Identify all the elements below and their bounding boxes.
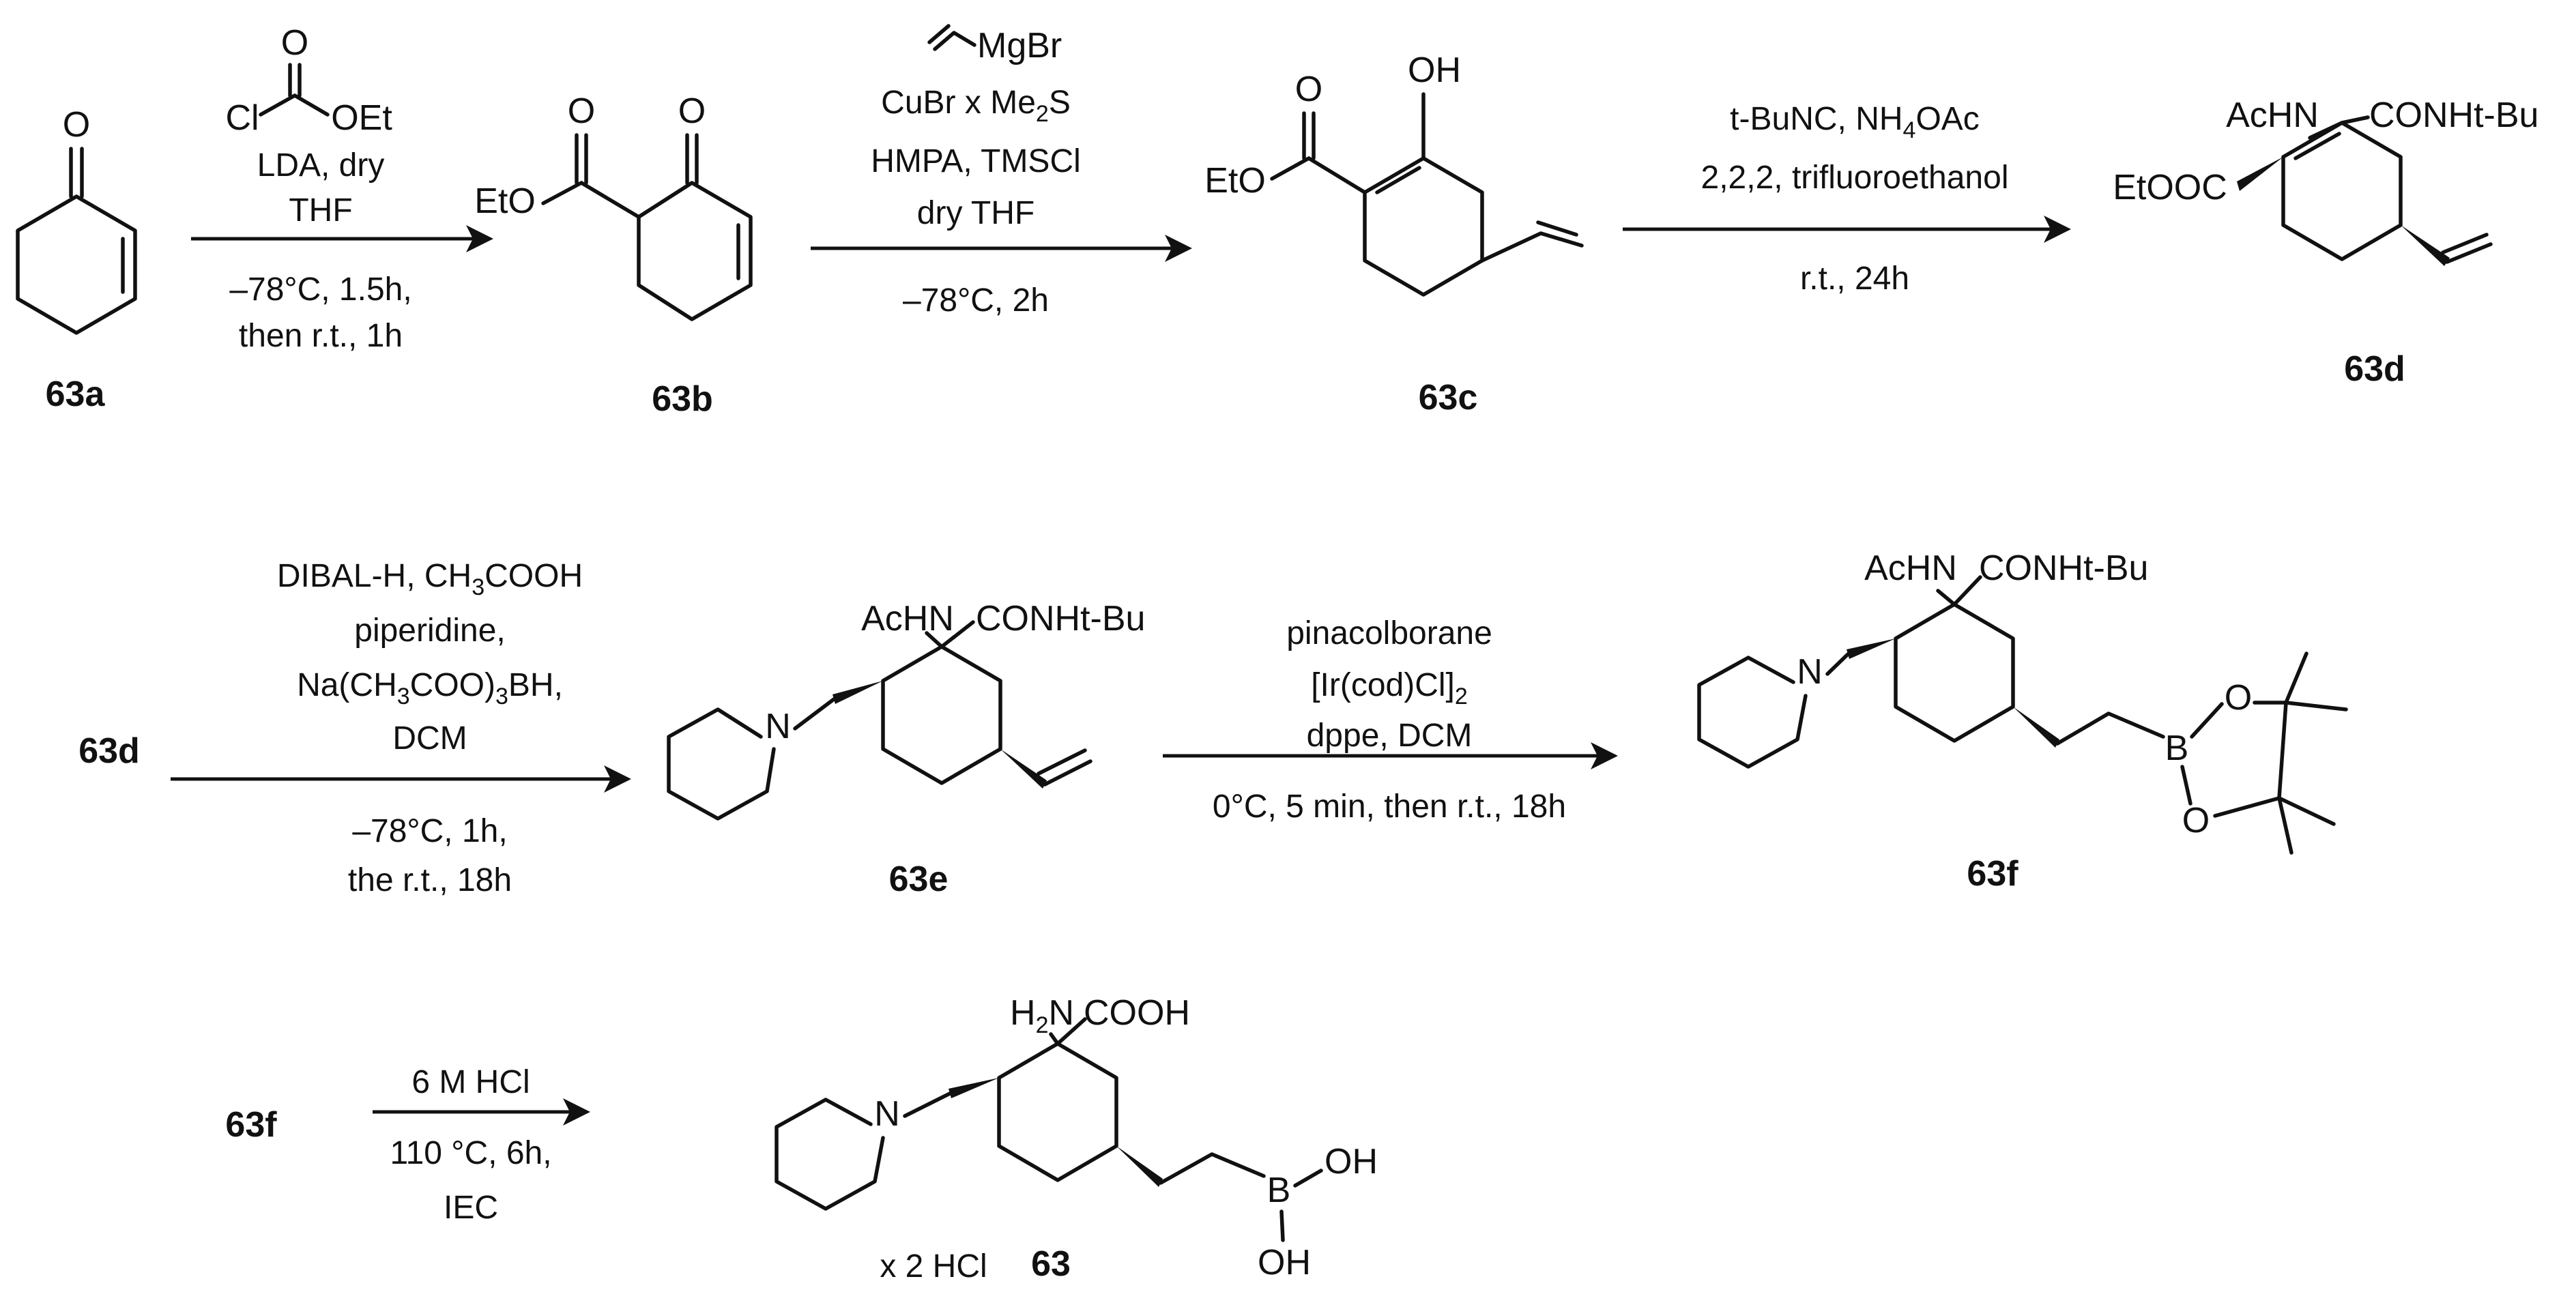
step4-reagent-line: piperidine, bbox=[354, 613, 505, 649]
step3-condition-line: r.t., 24h bbox=[1800, 261, 1909, 297]
svg-text:CONHt-Bu: CONHt-Bu bbox=[1979, 548, 2148, 588]
svg-text:EtOOC: EtOOC bbox=[2113, 168, 2227, 207]
carboxylic-acid-label: COOH bbox=[1084, 993, 1190, 1033]
compound-63f-structure: AcHN CONHt-Bu N B O O bbox=[1697, 548, 2348, 855]
svg-text:O: O bbox=[2182, 801, 2210, 840]
svg-text:N: N bbox=[874, 1094, 900, 1134]
compound-63b-structure: O O EtO bbox=[474, 91, 753, 321]
step5-reagent-line: [Ir(cod)Cl]2 bbox=[1311, 667, 1468, 709]
compound-63a-structure: O bbox=[16, 105, 137, 335]
step5-reagent-line: pinacolborane bbox=[1286, 615, 1492, 651]
step1-condition-line: then r.t., 1h bbox=[239, 318, 403, 354]
compound-label-63a: 63a bbox=[46, 375, 106, 414]
step4-condition-line: –78°C, 1h, bbox=[352, 813, 507, 849]
step2-reagent-line: dry THF bbox=[917, 195, 1034, 231]
step4-reagent-line: Na(CH3COO)3BH, bbox=[297, 667, 563, 709]
compound-label-63: 63 bbox=[1031, 1244, 1071, 1284]
compound-63-structure: H2N COOH N B OH OH bbox=[775, 993, 1378, 1282]
svg-text:EtO: EtO bbox=[474, 181, 536, 221]
compound-63c-structure: O OH EtO bbox=[1204, 50, 1584, 297]
svg-text:OH: OH bbox=[1408, 50, 1461, 90]
start-compound-label: 63f bbox=[225, 1105, 277, 1145]
svg-text:AcHN: AcHN bbox=[2226, 96, 2319, 135]
svg-text:OEt: OEt bbox=[331, 98, 392, 138]
svg-text:N: N bbox=[765, 707, 791, 746]
svg-text:N: N bbox=[1797, 652, 1823, 692]
step1-condition-line: –78°C, 1.5h, bbox=[229, 271, 411, 308]
svg-text:EtO: EtO bbox=[1204, 161, 1266, 201]
svg-text:MgBr: MgBr bbox=[977, 26, 1062, 65]
svg-text:B: B bbox=[2165, 729, 2189, 768]
svg-text:O: O bbox=[281, 23, 308, 63]
reagent-ethyl-chloroformate: O Cl OEt bbox=[225, 23, 392, 138]
step2-reagent-line: HMPA, TMSCl bbox=[871, 143, 1081, 179]
svg-text:OH: OH bbox=[1258, 1243, 1311, 1282]
step1-reagent-line: LDA, dry bbox=[257, 147, 385, 183]
compound-63d-structure: AcHN CONHt-Bu EtOOC bbox=[2113, 96, 2538, 266]
step3-reagent-line: t-BuNC, NH4OAc bbox=[1730, 101, 1980, 143]
step4-reagent-line: DCM bbox=[392, 720, 467, 757]
compound-label-63d: 63d bbox=[2344, 349, 2405, 389]
compound-label-63e: 63e bbox=[889, 860, 949, 899]
step2-reagent-line: CuBr x Me2S bbox=[881, 85, 1071, 127]
compound-63e-structure: AcHN CONHt-Bu N bbox=[667, 599, 1145, 821]
step1-reagent-line: THF bbox=[289, 192, 352, 229]
compound-label-63f: 63f bbox=[1967, 854, 2018, 894]
svg-text:CONHt-Bu: CONHt-Bu bbox=[2369, 96, 2538, 135]
reagent-vinylmagnesium-bromide: MgBr bbox=[927, 24, 1062, 65]
svg-text:O: O bbox=[678, 91, 706, 131]
atom-label: O bbox=[63, 105, 90, 145]
compound-label-63b: 63b bbox=[652, 379, 713, 419]
svg-text:CONHt-Bu: CONHt-Bu bbox=[976, 599, 1145, 638]
svg-text:Cl: Cl bbox=[225, 98, 259, 138]
step4-condition-line: the r.t., 18h bbox=[348, 862, 512, 898]
svg-text:AcHN: AcHN bbox=[861, 599, 954, 638]
step5-condition-line: 0°C, 5 min, then r.t., 18h bbox=[1213, 789, 1566, 825]
start-compound-label: 63d bbox=[78, 731, 140, 771]
svg-text:O: O bbox=[568, 91, 595, 131]
step6-reagent-line: 6 M HCl bbox=[411, 1064, 530, 1100]
step6-condition-line: IEC bbox=[444, 1190, 498, 1226]
salt-annotation: x 2 HCl bbox=[880, 1248, 987, 1284]
step3-reagent-line: 2,2,2, trifluoroethanol bbox=[1701, 160, 2009, 196]
compound-label-63c: 63c bbox=[1419, 378, 1478, 417]
svg-text:OH: OH bbox=[1325, 1142, 1378, 1181]
svg-text:O: O bbox=[1295, 70, 1322, 109]
step2-condition-line: –78°C, 2h bbox=[903, 282, 1049, 319]
amine-label: H2N bbox=[1010, 993, 1074, 1038]
step6-condition-line: 110 °C, 6h, bbox=[390, 1135, 551, 1171]
step4-reagent-line: DIBAL-H, CH3COOH bbox=[277, 558, 583, 600]
svg-text:B: B bbox=[1267, 1171, 1291, 1210]
svg-text:O: O bbox=[2225, 678, 2252, 718]
svg-text:AcHN: AcHN bbox=[1864, 548, 1957, 588]
step5-reagent-line: dppe, DCM bbox=[1307, 718, 1473, 754]
